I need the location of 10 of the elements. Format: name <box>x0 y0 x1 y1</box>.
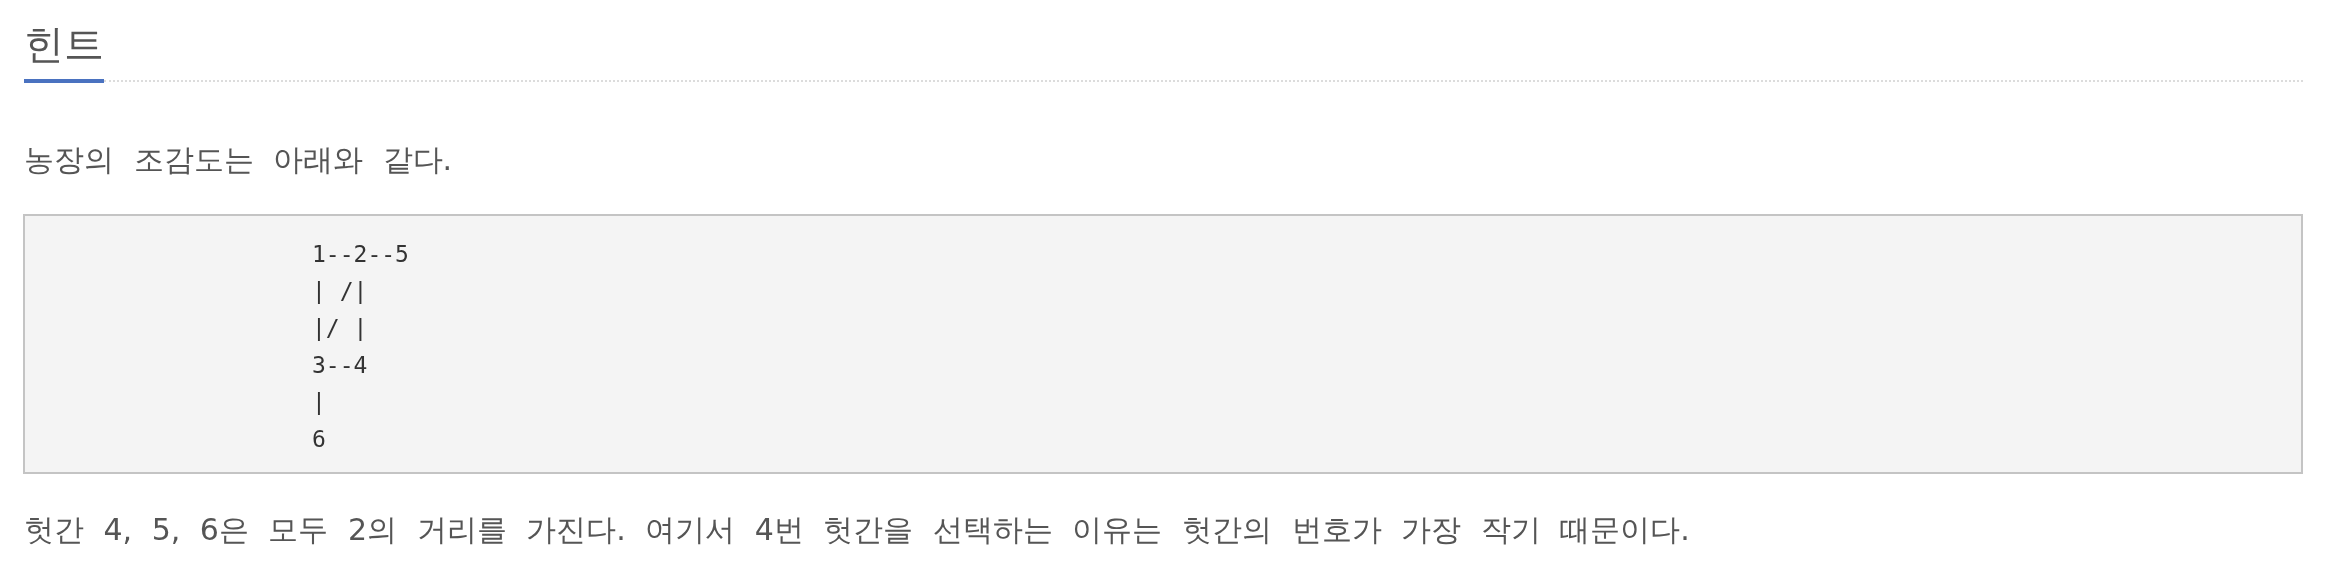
paragraph: 농장의 조감도는 아래와 같다. <box>24 141 453 179</box>
code-line: | <box>312 388 326 417</box>
code-line: 3--4 <box>312 351 368 380</box>
heading: 힌트 <box>24 16 104 83</box>
paragraph: 헛간 4, 5, 6은 모두 2의 거리를 가진다. 여기서 4번 헛간을 선택하는 이유는 헛간의 번호가 가장 작기 때문이다. <box>24 511 1690 549</box>
code-line: | /| <box>312 277 368 306</box>
code-line: 6 <box>312 425 326 454</box>
code-block <box>23 214 2303 474</box>
code-line: |/ | <box>312 314 368 343</box>
code-line: 1--2--5 <box>312 240 409 269</box>
